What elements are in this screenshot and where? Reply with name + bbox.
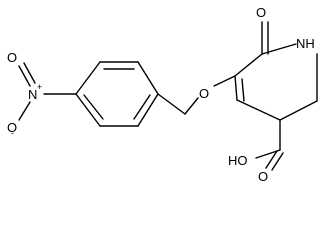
bond [75,61,101,95]
atom-acid-oxygen: O [258,169,268,184]
carboxylic-acid [255,119,284,171]
bond [236,99,281,121]
atom-nitro-oxygen-top: O [7,50,17,65]
bond [234,75,238,101]
bond-acid-carbonyl [265,150,278,169]
bond-to-ring-nh [261,43,297,55]
atom-ring-nh: NH [296,36,315,51]
bond-nitro-to-oxygen-top [18,65,31,87]
atom-carbonyl-oxygen: O [256,5,266,20]
molecule-diagram: N + O O - O O NH HO O [7,5,318,184]
bond-nitro-to-oxygen-top-double [23,62,36,84]
bond-nitro-to-oxygen-bottom [18,101,31,121]
bond [137,61,159,95]
atom-nitro-oxygen-bottom: O [7,120,17,135]
bond [279,100,318,121]
double-bond-inner [83,94,104,120]
bond-acid-carbonyl-double [271,152,284,171]
atom-ether-oxygen: O [199,86,209,101]
bond-ring-to-ch2 [157,93,186,115]
oxygen-minus-charge: - [11,128,14,138]
bond [234,53,263,77]
nitro-group [18,62,77,121]
atom-nitro-nitrogen: N [28,87,37,102]
double-bond-inner [133,94,151,120]
nitro-plus-charge: + [37,82,42,92]
bond-ether-oxygen-to-ring [213,75,236,87]
bond [75,93,101,127]
bond [137,93,159,127]
double-bond-inner [241,78,245,102]
bond-ch2-to-ether-oxygen [184,97,199,115]
atom-hydroxyl: HO [228,153,248,168]
pyridinone-ring [213,21,318,121]
benzene-ring [75,61,159,127]
